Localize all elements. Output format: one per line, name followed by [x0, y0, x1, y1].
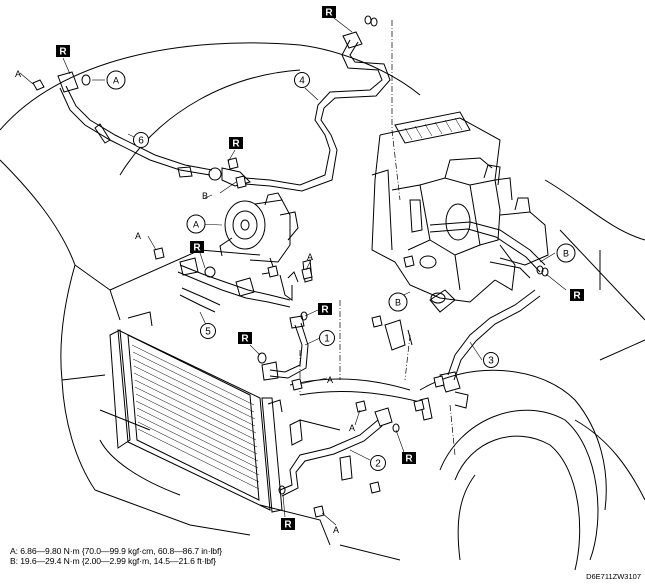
torque-spec-b: B: 19.6—29.4 N·m {2.00—2.99 kgf·m, 14.5—…	[10, 556, 216, 566]
torque-label-b: B	[202, 191, 208, 201]
torque-label-a: A	[349, 423, 355, 433]
svg-text:4: 4	[299, 76, 305, 87]
bolt	[403, 255, 415, 268]
svg-text:R: R	[573, 291, 581, 302]
o-ring	[392, 423, 400, 433]
o-rings	[81, 15, 549, 495]
replace-marker-hose6: R	[229, 137, 243, 150]
condenser	[109, 311, 283, 513]
svg-text:B: B	[395, 298, 401, 308]
svg-text:R: R	[59, 47, 67, 58]
svg-text:A: A	[193, 220, 199, 230]
o-ring	[536, 265, 544, 275]
svg-text:A: A	[113, 76, 119, 86]
vehicle-body-outline	[0, 42, 645, 571]
replace-marker-pipe1-upper: R	[318, 303, 332, 316]
replace-marker-right: R	[570, 289, 584, 302]
svg-text:1: 1	[324, 334, 330, 345]
callout-a-compressor: A	[186, 214, 206, 234]
leader-lines	[19, 14, 567, 526]
replace-marker-upper-left: R	[56, 45, 70, 58]
part-number-1: 1	[319, 330, 335, 346]
bolt	[355, 400, 367, 413]
cooler-pipe-1	[261, 315, 309, 381]
bolt	[153, 247, 165, 260]
cooler-hose-6	[57, 71, 251, 187]
reference-lines	[299, 20, 456, 456]
replace-part-markers: R R R R R R R R	[56, 6, 584, 531]
bolt	[32, 79, 45, 91]
callout-b-lower: B	[388, 292, 408, 312]
torque-label-a: A	[333, 525, 339, 535]
evaporator-heater-unit	[371, 111, 549, 313]
svg-text:R: R	[405, 454, 413, 465]
bolt	[301, 267, 313, 280]
bolt	[227, 157, 239, 170]
cooler-pipe-2	[279, 407, 393, 497]
bolt	[433, 375, 445, 388]
part-number-5: 5	[200, 323, 216, 339]
bolt	[291, 378, 303, 391]
replace-marker-pipe2: R	[402, 452, 416, 465]
bolt	[413, 399, 425, 412]
o-ring	[257, 352, 267, 364]
replace-marker-pipe1-lower: R	[238, 332, 252, 345]
part-number-4: 4	[294, 72, 310, 88]
torque-label-a: A	[15, 69, 21, 79]
o-ring	[278, 485, 286, 495]
svg-text:2: 2	[375, 459, 381, 470]
cooler-pipe-3	[439, 289, 541, 393]
cooler-pipe-main	[429, 221, 546, 279]
o-ring	[364, 15, 372, 25]
callout-a-upper: A	[106, 70, 126, 90]
bolt	[267, 265, 279, 278]
replace-marker-hose5: R	[190, 241, 204, 254]
svg-text:3: 3	[488, 356, 494, 367]
bolt	[313, 505, 325, 518]
torque-letter-labels: A B A A A A A	[15, 69, 355, 535]
o-ring	[370, 17, 378, 27]
bolts	[32, 79, 445, 518]
part-number-3: 3	[483, 352, 499, 368]
part-number-6: 6	[133, 132, 149, 148]
part-number-callouts: 4 6 5 1 3 2	[133, 72, 499, 471]
replace-marker-bottom: R	[281, 518, 295, 531]
svg-text:B: B	[563, 249, 569, 259]
torque-label-a: A	[307, 252, 313, 262]
cooler-hose-5	[177, 257, 291, 313]
svg-text:R: R	[193, 243, 201, 254]
svg-text:R: R	[241, 334, 249, 345]
svg-text:5: 5	[205, 327, 211, 338]
svg-text:R: R	[232, 139, 240, 150]
svg-text:R: R	[321, 305, 329, 316]
svg-text:R: R	[284, 520, 292, 531]
ac-compressor	[219, 192, 299, 275]
torque-label-a: A	[135, 231, 141, 241]
bolt	[371, 315, 383, 328]
svg-text:6: 6	[138, 136, 144, 147]
replace-marker-top: R	[322, 6, 336, 19]
torque-spec-a: A: 6.86—9.80 N·m {70.0—99.9 kgf·cm, 60.8…	[10, 546, 223, 556]
o-ring	[300, 311, 308, 321]
callout-b-right: B	[556, 243, 576, 263]
svg-text:R: R	[325, 8, 333, 19]
o-ring	[81, 74, 91, 86]
part-number-2: 2	[370, 455, 386, 471]
bolt	[369, 481, 381, 494]
torque-label-a: A	[327, 375, 333, 385]
o-ring	[541, 267, 549, 277]
small-components	[279, 259, 469, 481]
o-ring	[204, 266, 216, 278]
figure-code: D6E711ZW3107	[586, 572, 641, 581]
cooler-pipe-4	[244, 31, 391, 192]
callout-circles: A A B B	[106, 70, 576, 312]
bolt	[235, 175, 247, 189]
